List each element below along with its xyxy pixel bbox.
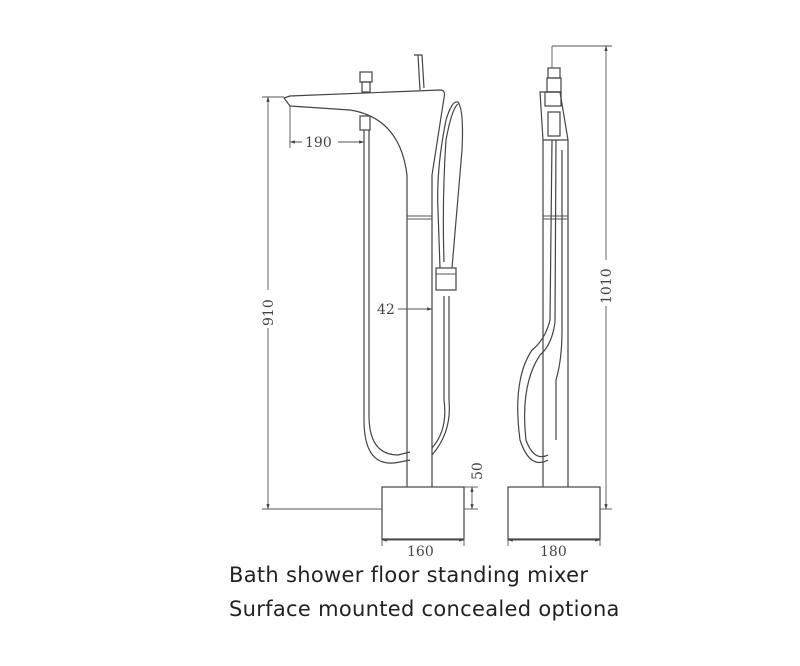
caption-subtitle: Surface mounted concealed optiona: [229, 597, 620, 621]
dim-pipe-diameter: 42: [377, 302, 395, 318]
dim-spout-reach: 190: [305, 135, 332, 151]
dim-base-width-front: 160: [407, 544, 434, 560]
caption-title: Bath shower floor standing mixer: [229, 563, 589, 587]
dim-base-height: 50: [470, 462, 486, 480]
dim-base-width-side: 180: [540, 544, 567, 560]
side-view: 1010 180: [507, 45, 615, 560]
front-view: 190 42 910 50 160: [258, 54, 486, 560]
dim-height-side: 1010: [599, 268, 615, 304]
dim-height-front: 910: [261, 299, 277, 326]
